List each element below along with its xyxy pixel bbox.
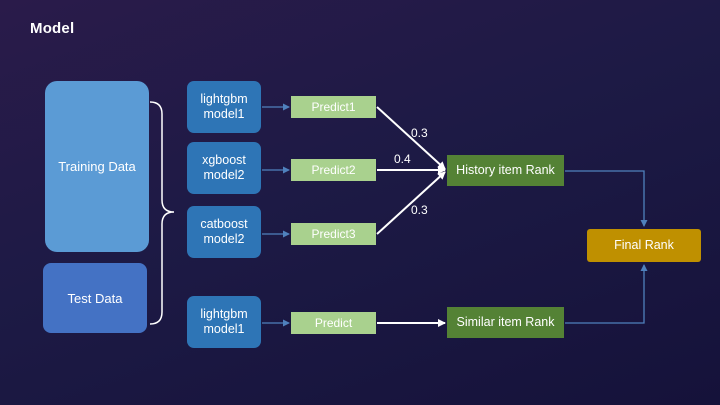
connector-history-final <box>565 170 648 227</box>
model-xgboost-2: xgboost model2 <box>187 142 261 194</box>
weight-label-2: 0.4 <box>394 152 411 166</box>
connector-similar-final <box>565 264 648 324</box>
similar-item-rank-box: Similar item Rank <box>447 307 564 338</box>
arrow-predict1-history <box>376 106 446 170</box>
slide-title: Model <box>30 20 75 37</box>
training-data-box: Training Data <box>45 81 149 252</box>
history-item-rank-box: History item Rank <box>447 155 564 186</box>
model-lightgbm-1: lightgbm model1 <box>187 81 261 133</box>
predict3-box: Predict3 <box>291 223 376 245</box>
predict2-box: Predict2 <box>291 159 376 181</box>
arrow-predict3-history <box>376 171 446 235</box>
curly-brace <box>149 101 175 325</box>
model-catboost-2: catboost model2 <box>187 206 261 258</box>
weight-label-1: 0.3 <box>411 126 428 140</box>
predict-box: Predict <box>291 312 376 334</box>
predict1-box: Predict1 <box>291 96 376 118</box>
test-data-box: Test Data <box>43 263 147 333</box>
weight-label-3: 0.3 <box>411 203 428 217</box>
model-lightgbm-similar: lightgbm model1 <box>187 296 261 348</box>
final-rank-box: Final Rank <box>587 229 701 262</box>
